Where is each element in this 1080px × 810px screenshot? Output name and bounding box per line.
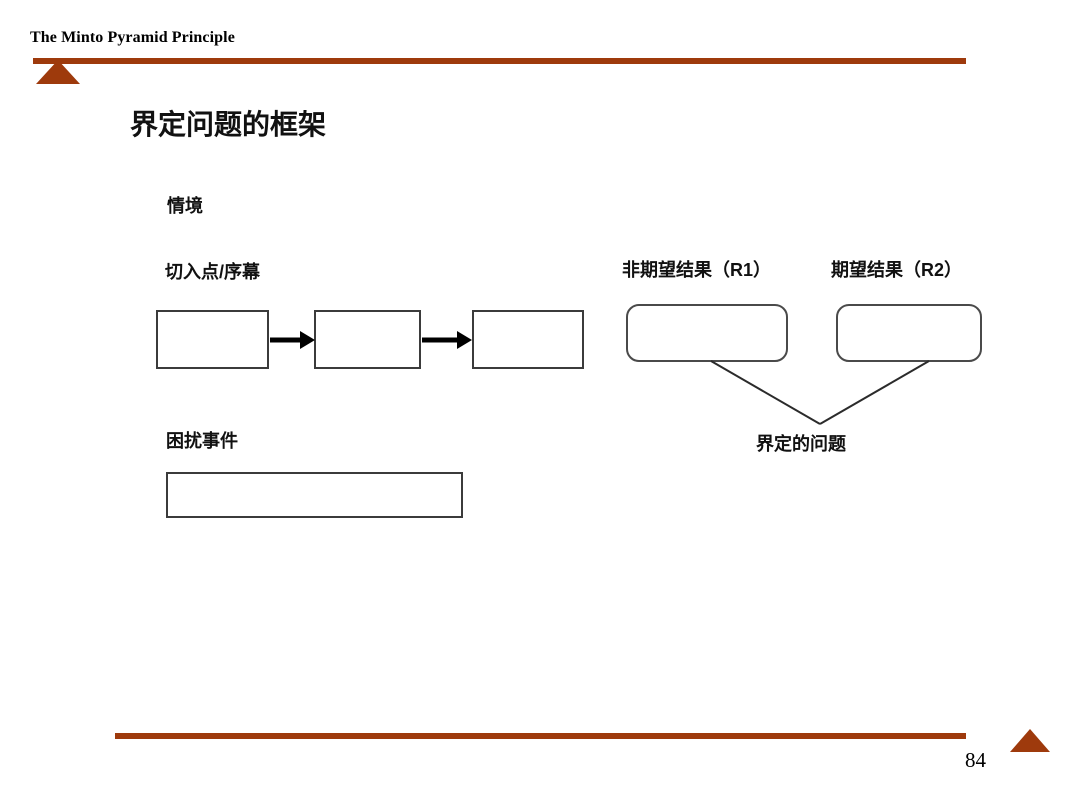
label-undesired-result: 非期望结果（R1） [622, 260, 772, 280]
undesired-result-box[interactable] [626, 304, 788, 362]
arrow-right-icon [422, 331, 472, 349]
v-connector-icon [710, 360, 930, 425]
triangle-up-icon [1010, 729, 1050, 752]
disturbing-event-box[interactable] [166, 472, 463, 518]
header-title: The Minto Pyramid Principle [30, 29, 235, 46]
situation-box-3[interactable] [472, 310, 584, 369]
label-desired-result: 期望结果（R2） [831, 260, 963, 280]
triangle-up-icon [36, 60, 80, 84]
arrow-right-icon [270, 331, 315, 349]
footer-rule [115, 733, 966, 739]
situation-box-2[interactable] [314, 310, 421, 369]
header-rule [33, 58, 966, 64]
label-entry-point: 切入点/序幕 [165, 262, 261, 282]
label-situation: 情境 [167, 196, 203, 216]
desired-result-box[interactable] [836, 304, 982, 362]
situation-box-1[interactable] [156, 310, 269, 369]
page-number: 84 [965, 748, 986, 772]
label-defined-problem: 界定的问题 [756, 434, 846, 454]
page-title: 界定问题的框架 [130, 109, 327, 140]
label-disturbing-event: 困扰事件 [166, 431, 238, 451]
